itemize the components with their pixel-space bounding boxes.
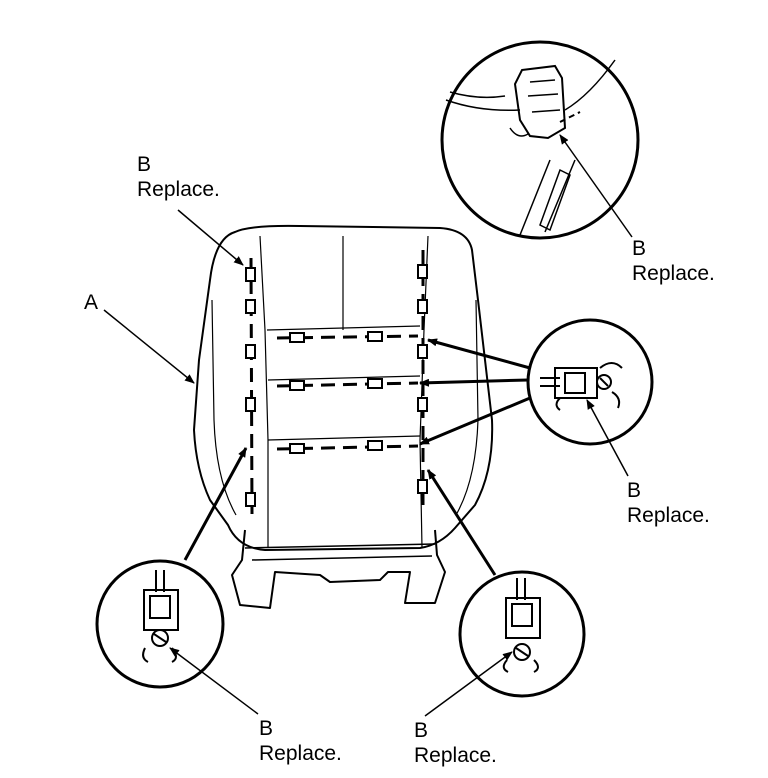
callout-bottom-right-note: Replace. <box>414 744 497 767</box>
seat-back-cover <box>193 224 494 609</box>
detail-circle-mid-right <box>526 318 654 446</box>
callout-top-left-note: Replace. <box>137 178 220 201</box>
clip-marks <box>245 264 428 507</box>
callout-mid-right-letter: B <box>627 479 642 502</box>
callout-bottom-left-note: Replace. <box>259 742 342 765</box>
detail-circle-top-right <box>440 40 640 240</box>
detail-circle-bottom-right <box>458 570 586 698</box>
callout-bottom-right-letter: B <box>414 719 429 742</box>
callout-top-right-note: Replace. <box>632 262 715 285</box>
part-a-label: A <box>84 291 99 314</box>
detail-circle-bottom-left <box>95 559 225 689</box>
callout-top-right-letter: B <box>632 237 647 260</box>
callout-mid-right-note: Replace. <box>627 504 710 527</box>
callout-bottom-left-letter: B <box>259 717 274 740</box>
leader-lines <box>103 134 633 717</box>
callout-top-left-letter: B <box>137 153 152 176</box>
clip-lines <box>249 250 425 516</box>
